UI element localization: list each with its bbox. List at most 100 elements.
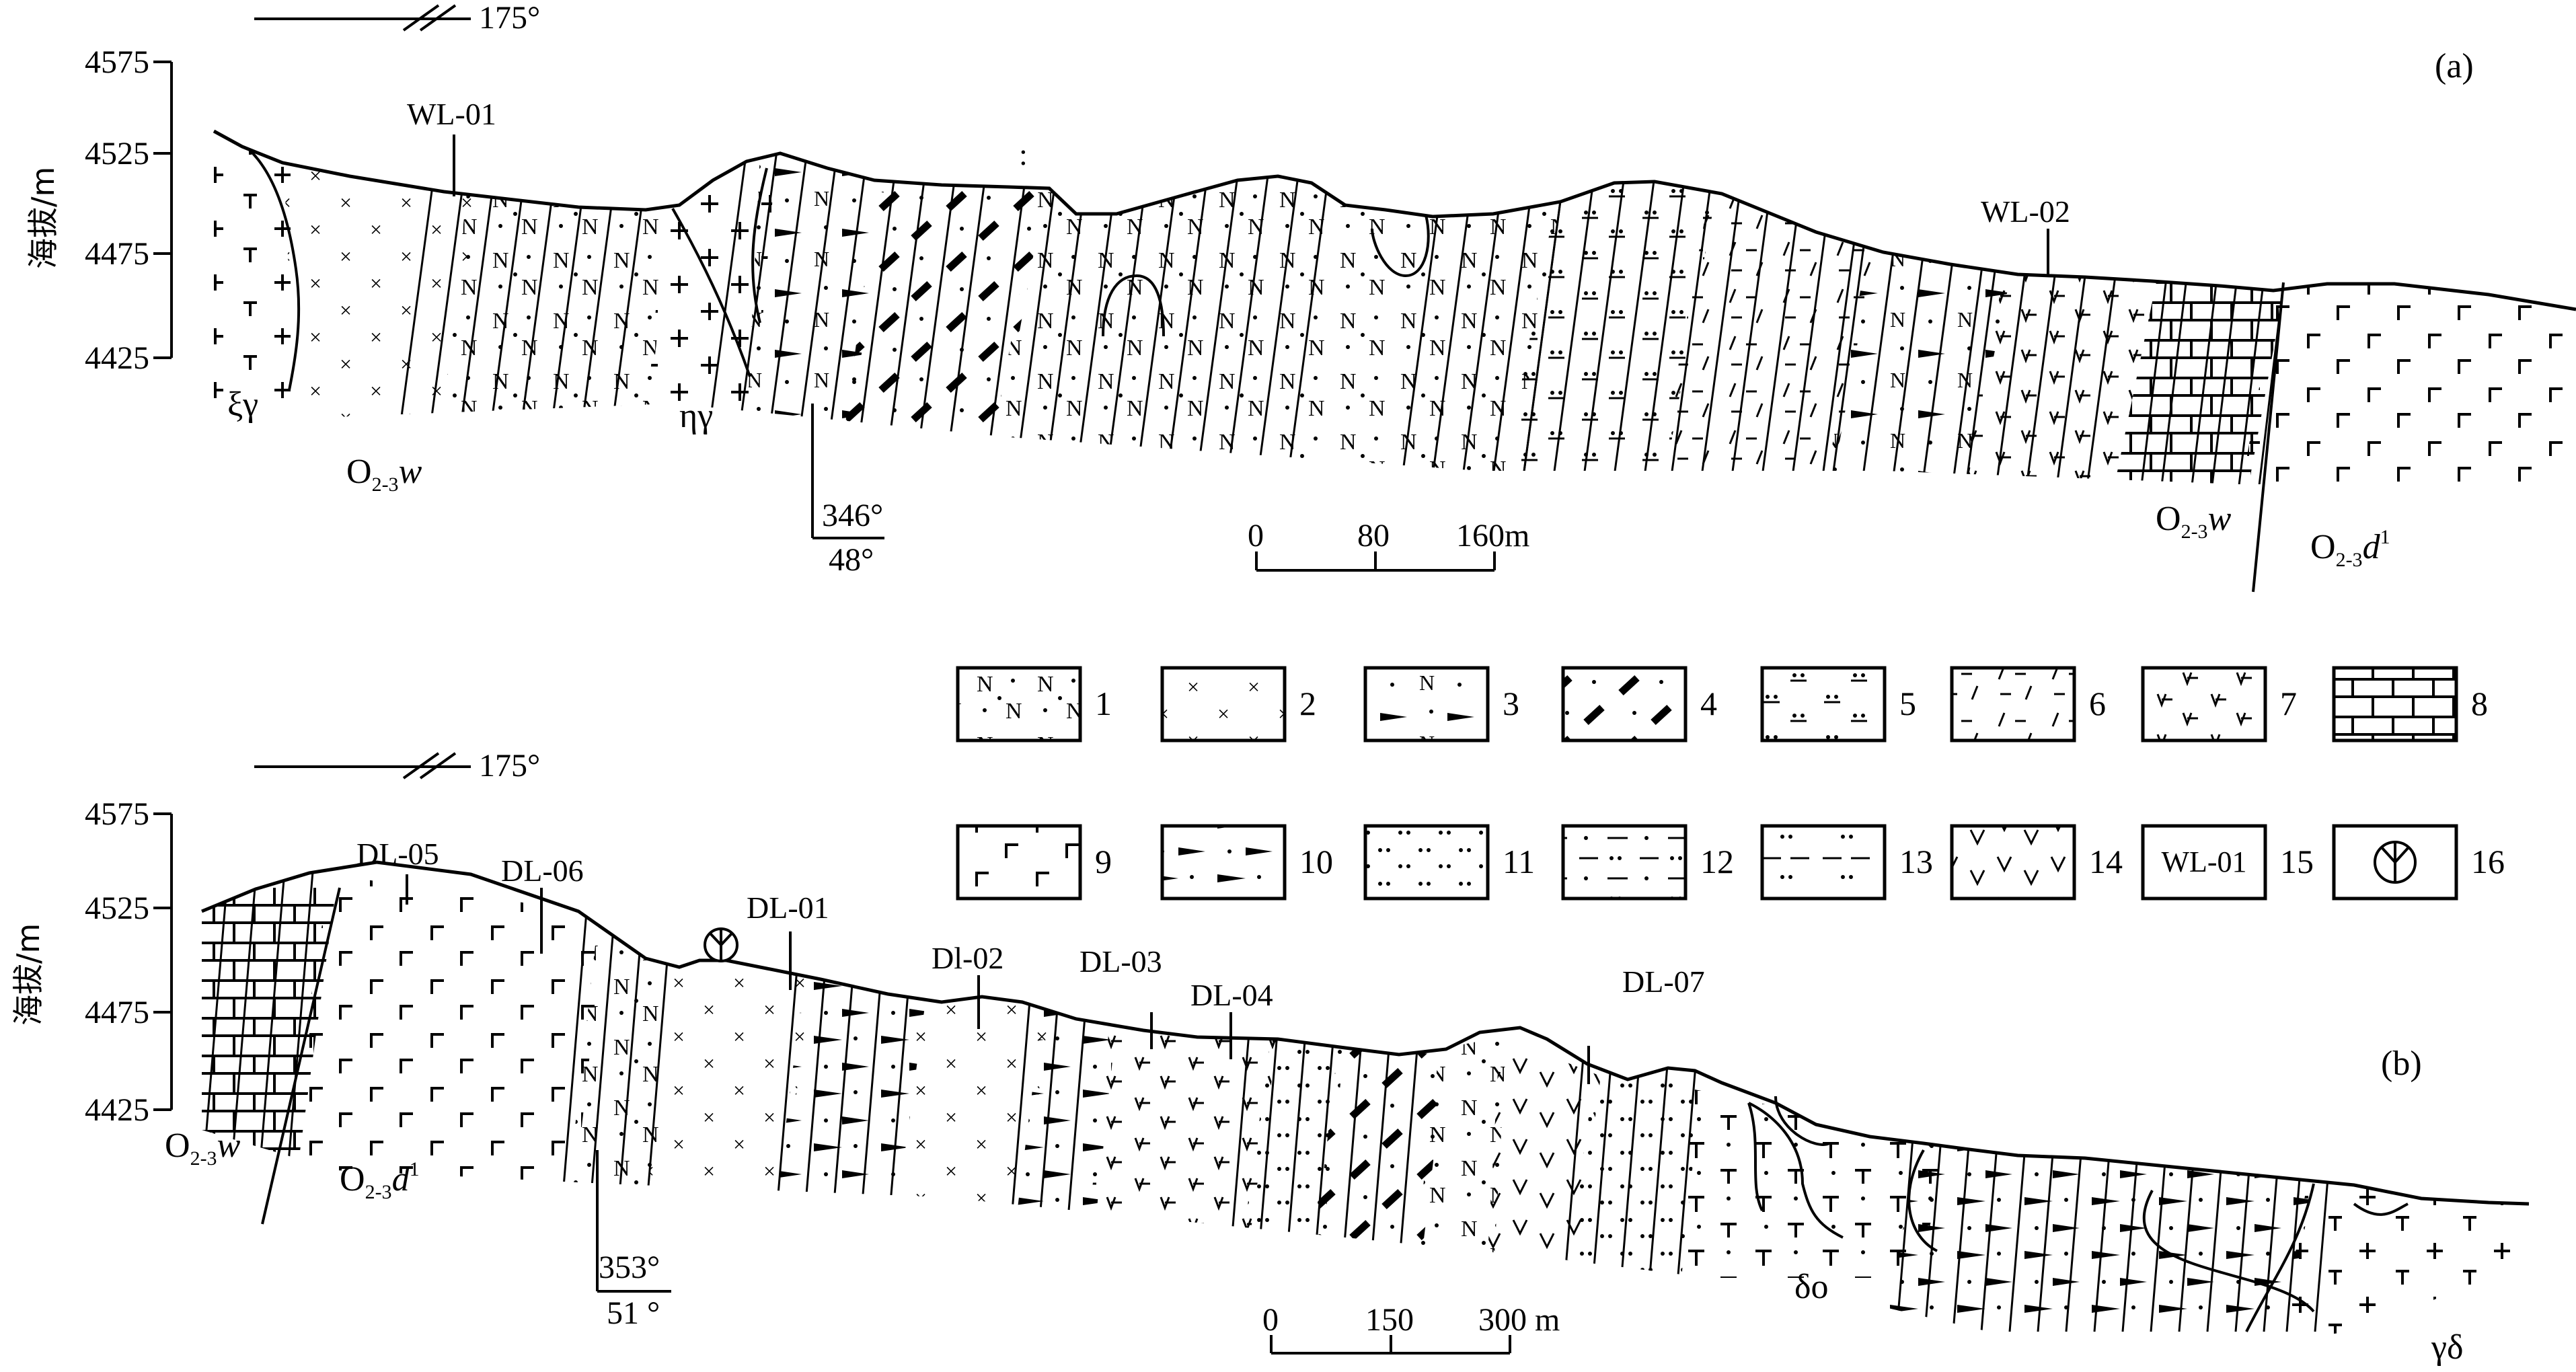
legend-number-8: 8 (2471, 685, 2488, 722)
legend-number-16: 16 (2471, 843, 2505, 880)
ytick-a-4425: 4425 (85, 340, 149, 376)
legend-swatch-9 (956, 824, 1082, 901)
intrusion-label-a-2: ηγ (679, 397, 713, 435)
legend-swatch-1 (956, 666, 1082, 742)
scale-a-0: 0 (1248, 518, 1264, 554)
y-axis-b: 4575 4525 4475 4425 海拔/m (10, 796, 173, 1128)
attitude-symbol-b (596, 1150, 671, 1293)
sample-markers-b (406, 874, 1590, 1084)
legend-number-7: 7 (2280, 685, 2297, 722)
legend-swatch-8 (2332, 666, 2458, 742)
legend-swatch-14 (1950, 824, 2076, 901)
intrusion-label-b-2: γδ (2431, 1328, 2463, 1367)
contacts-b (261, 887, 2409, 1332)
legend-item-9: 9 (956, 824, 1112, 901)
legend-swatch-7 (2141, 666, 2267, 742)
scale-a-end: 160m (1456, 518, 1529, 554)
section-fill-b (202, 874, 2529, 1345)
sample-label-dl01: DL-01 (747, 890, 829, 925)
sample-label-dl06: DL-06 (501, 853, 584, 888)
legend-item-5: 5 (1760, 666, 1916, 742)
intrusion-label-a-1: ξγ (227, 385, 258, 424)
legend-item-8: 8 (2332, 666, 2488, 742)
direction-label-b: 175° (479, 748, 540, 784)
ytick-a-4525: 4525 (85, 136, 149, 172)
ytick-b-4475: 4475 (85, 995, 149, 1030)
legend-swatch-15 (2141, 824, 2267, 901)
legend-swatch-12 (1561, 824, 1688, 901)
dip-direction-a: 346° (822, 498, 883, 533)
legend-number-13: 13 (1899, 843, 1933, 880)
dip-angle-a: 48° (829, 542, 874, 578)
topographic-surface-a (213, 129, 2576, 311)
sample-label-wl01: WL-01 (407, 97, 496, 131)
formation-label-a-1: O2-3w (346, 453, 422, 496)
legend-swatch-4 (1561, 666, 1688, 742)
y-axis-a: 4575 4525 4475 4425 海拔/m (25, 44, 173, 376)
legend-item-14: 14 (1950, 824, 2123, 901)
ytick-b-4575: 4575 (85, 796, 149, 832)
legend-swatch-2 (1160, 666, 1287, 742)
scale-a-mid: 80 (1357, 518, 1390, 554)
legend-number-3: 3 (1503, 685, 1519, 722)
scale-b-end: 300 m (1478, 1302, 1560, 1338)
legend-item-11: 11 (1363, 824, 1535, 901)
scale-bar-b (1270, 1335, 1511, 1355)
legend-item-16: 16 (2332, 824, 2505, 901)
dip-direction-b: 353° (599, 1250, 660, 1285)
legend-item-6: 6 (1950, 666, 2106, 742)
scale-bar-a (1255, 551, 1496, 572)
sample-label-dl04: DL-04 (1190, 978, 1273, 1012)
contacts-a (248, 148, 2285, 593)
formation-label-a-3: O2-3d1 (2310, 526, 2390, 571)
legend-number-11: 11 (1503, 843, 1535, 880)
dip-angle-b: 51 ° (607, 1295, 660, 1331)
ytick-b-4425: 4425 (85, 1092, 149, 1128)
sample-label-dl03: DL-03 (1079, 944, 1162, 979)
formation-label-b-1: O2-3w (165, 1127, 241, 1170)
legend-swatch-5 (1760, 666, 1887, 742)
section-fill-a (214, 131, 2576, 484)
legend-number-5: 5 (1899, 685, 1916, 722)
legend-number-6: 6 (2089, 685, 2106, 722)
legend-item-2: 2 (1160, 666, 1316, 742)
y-axis-label-b: 海拔/m (10, 923, 46, 1026)
legend-number-10: 10 (1299, 843, 1333, 880)
attitude-symbol-a (811, 404, 884, 539)
y-axis-label-a: 海拔/m (25, 167, 61, 269)
legend-number-12: 12 (1700, 843, 1734, 880)
legend-number-2: 2 (1299, 685, 1316, 722)
panel-label-a: (a) (2435, 47, 2474, 85)
direction-indicator-b: 175° (254, 748, 540, 784)
ytick-b-4525: 4525 (85, 890, 149, 926)
formation-label-a-2: O2-3w (2156, 500, 2232, 543)
legend-item-7: 7 (2141, 666, 2297, 742)
legend-swatch-13 (1760, 824, 1887, 901)
legend-item-10: 10 (1160, 824, 1333, 901)
legend-number-1: 1 (1095, 685, 1112, 722)
legend-item-1: 1 (956, 666, 1112, 742)
panel-label-b: (b) (2381, 1044, 2422, 1083)
intrusion-label-b-1: δo (1794, 1268, 1829, 1306)
sample-label-dl05: DL-05 (356, 837, 439, 871)
legend-number-15: 15 (2280, 843, 2314, 880)
legend-item-3: 3 (1363, 666, 1519, 742)
legend-number-14: 14 (2089, 843, 2123, 880)
ytick-a-4575: 4575 (85, 44, 149, 80)
legend-item-12: 12 (1561, 824, 1734, 901)
scale-b-0: 0 (1262, 1302, 1279, 1338)
sample-label-wl02: WL-02 (1981, 194, 2070, 229)
legend-number-9: 9 (1095, 843, 1112, 880)
legend-swatch-3 (1363, 666, 1490, 742)
dots-mark: : (1019, 137, 1028, 172)
sample-markers-a (453, 135, 2049, 274)
legend-number-4: 4 (1700, 685, 1717, 722)
legend-item-4: 4 (1561, 666, 1717, 742)
direction-label-a: 175° (479, 0, 540, 36)
legend-swatch-11 (1363, 824, 1490, 901)
scale-b-mid: 150 (1365, 1302, 1414, 1338)
ytick-a-4475: 4475 (85, 236, 149, 272)
legend-item-13: 13 (1760, 824, 1933, 901)
